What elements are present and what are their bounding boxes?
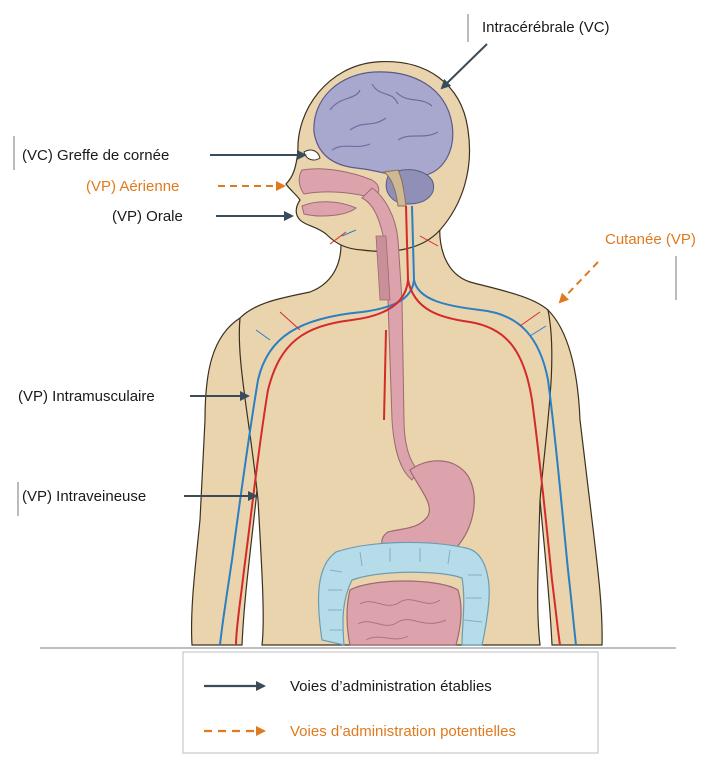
label-oral: (VP) Orale bbox=[112, 208, 183, 225]
label-cornea: (VC) Greffe de cornée bbox=[22, 147, 169, 164]
human-body-illustration bbox=[192, 62, 603, 645]
label-cutaneous: Cutanée (VP) bbox=[605, 231, 696, 248]
intracerebral-arrow bbox=[442, 44, 487, 88]
label-airway: (VP) Aérienne bbox=[86, 178, 179, 195]
label-intravenous: (VP) Intraveineuse bbox=[22, 488, 146, 505]
label-intracerebral: Intracérébrale (VC) bbox=[482, 19, 610, 36]
brain bbox=[314, 72, 453, 177]
cutaneous-arrow bbox=[560, 262, 598, 302]
small-intestine bbox=[347, 581, 461, 645]
legend-established-label: Voies d’administration établies bbox=[290, 678, 492, 695]
legend-potential-label: Voies d’administration potentielles bbox=[290, 723, 516, 740]
label-intramuscular: (VP) Intramusculaire bbox=[18, 388, 155, 405]
